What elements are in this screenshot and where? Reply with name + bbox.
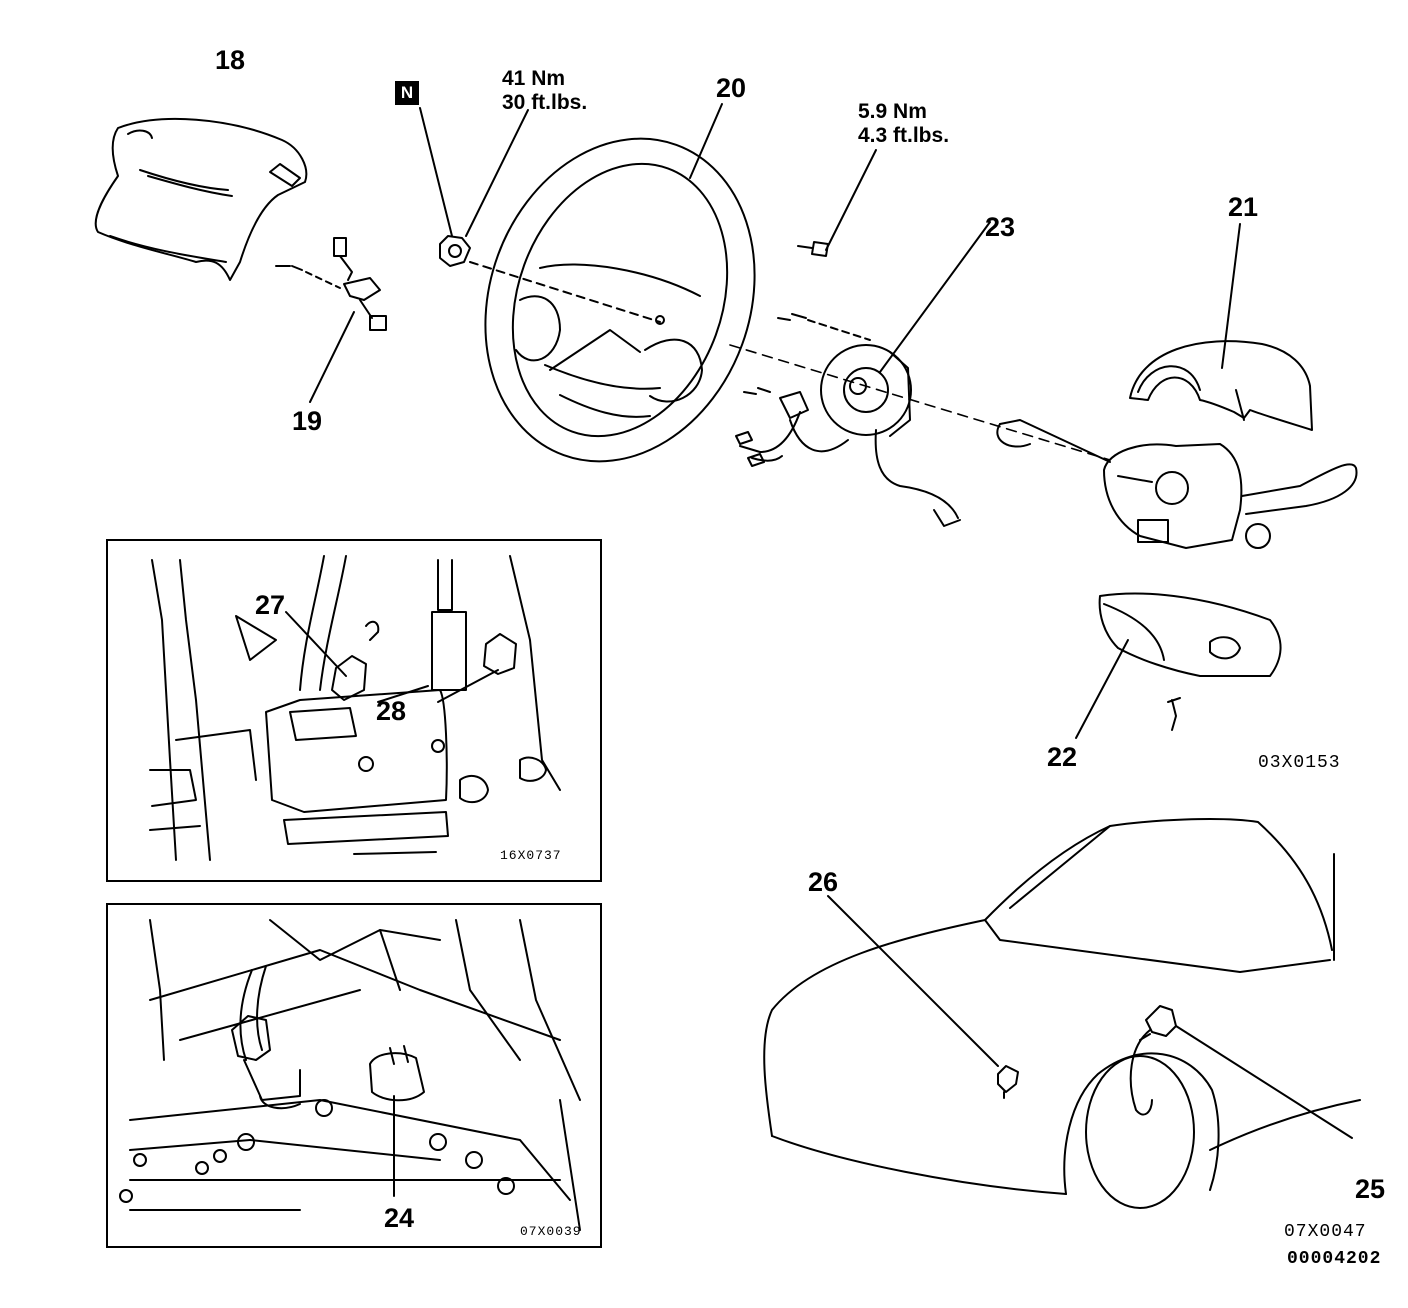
upper-column-cover [1129, 223, 1313, 431]
torque-screw-ftlbs: 4.3 ft.lbs. [858, 124, 950, 147]
callout-18: 18 [215, 45, 246, 75]
callout-26: 26 [808, 867, 839, 897]
inset-frame-top [106, 539, 602, 882]
screws [743, 149, 877, 395]
figure-code-car: 07X0047 [1284, 1222, 1367, 1242]
figure-code-main: 03X0153 [1258, 753, 1341, 773]
callout-27: 27 [255, 590, 286, 620]
torque-spec-screw: 5.9 Nm 4.3 ft.lbs. [858, 100, 949, 148]
car-outline [763, 818, 1361, 1209]
callout-19: 19 [292, 406, 323, 436]
callout-20: 20 [716, 73, 747, 103]
torque-nut-ftlbs: 30 ft.lbs. [502, 91, 588, 114]
callout-23: 23 [985, 212, 1016, 242]
callout-25: 25 [1355, 1174, 1386, 1204]
figure-code-inset-bottom: 07X0039 [520, 1224, 582, 1239]
inset-sensor-mount-drawing [149, 555, 561, 861]
front-sensor [1139, 1005, 1353, 1139]
combination-switch [996, 419, 1358, 549]
callout-21: 21 [1228, 192, 1259, 222]
clock-spring [735, 221, 991, 527]
torque-nut-nm: 41 Nm [502, 67, 566, 90]
torque-spec-nut: 41 Nm 30 ft.lbs. [502, 67, 587, 115]
lower-column-cover [1075, 592, 1282, 739]
callout-28: 28 [376, 696, 407, 726]
inset-frame-bottom [106, 903, 602, 1248]
callout-24: 24 [384, 1203, 415, 1233]
airbag-connector [275, 237, 387, 403]
steering-wheel [484, 103, 756, 463]
airbag-module [94, 118, 308, 281]
nut-marker-badge: N [395, 81, 419, 105]
torque-screw-nm: 5.9 Nm [858, 100, 927, 123]
steering-wheel-nut [419, 107, 661, 323]
inset-transmission-sensor-drawing [119, 919, 581, 1231]
callout-22: 22 [1047, 742, 1078, 772]
document-number: 00004202 [1287, 1249, 1382, 1269]
hood-sensor [827, 895, 1019, 1099]
figure-code-inset-top: 16X0737 [500, 848, 562, 863]
